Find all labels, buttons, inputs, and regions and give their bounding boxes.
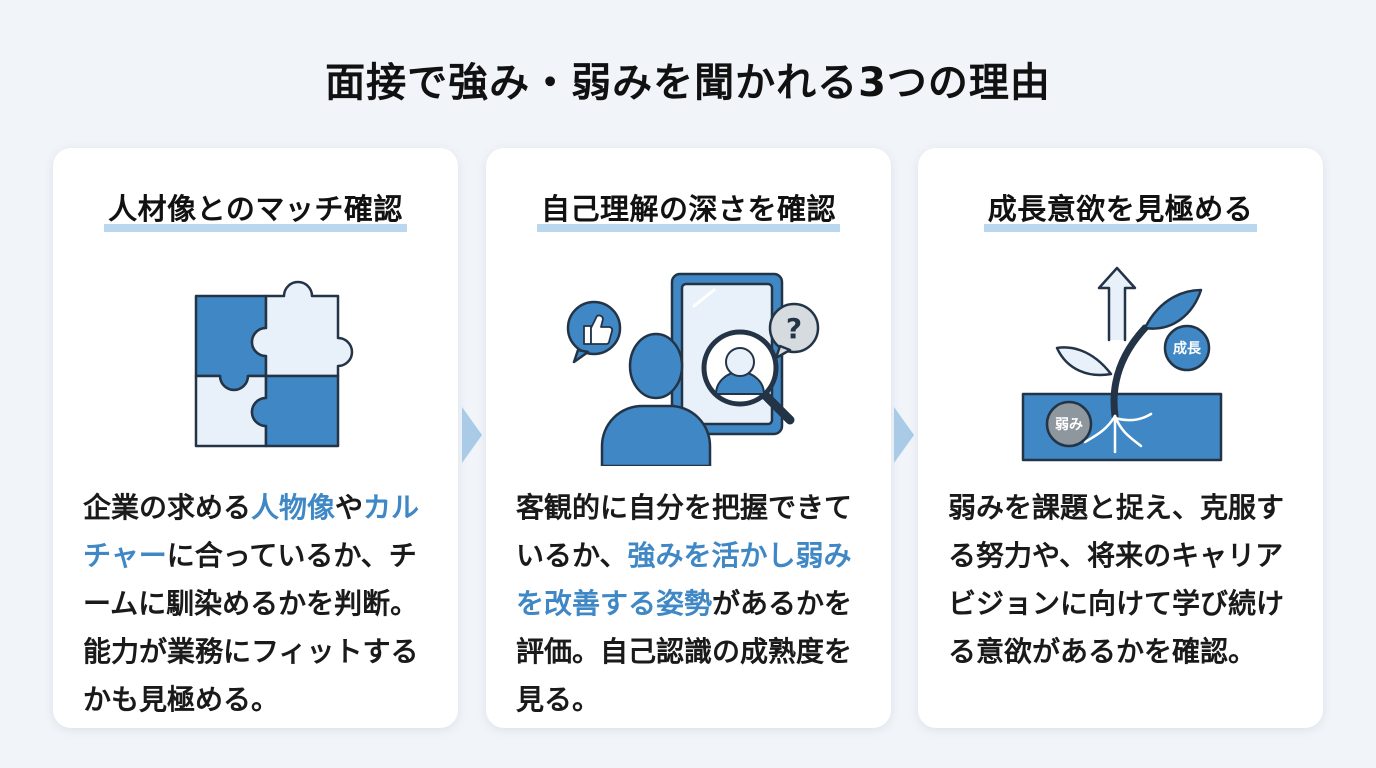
card-heading: 成長意欲を見極める (983, 186, 1258, 232)
chevron-right-icon (892, 405, 916, 465)
growing-plant-icon: 成長 弱み (918, 266, 1323, 466)
card-body-text: 弱みを課題と捉え、克服する努力や、将来のキャリアビジョンに向けて学び続ける意欲が… (948, 491, 1285, 668)
card-heading: 人材像とのマッチ確認 (104, 186, 407, 232)
reason-card-self-understanding: 自己理解の深さを確認 (486, 148, 891, 728)
svg-text:?: ? (785, 312, 801, 345)
card-body-text: 企業の求める人物像やカルチャーに合っているか、チームに馴染めるかを判断。能力が業… (83, 491, 420, 716)
heading-highlight (104, 224, 407, 232)
mirror-self-reflection-icon: ? (486, 266, 891, 466)
reason-card-growth: 成長意欲を見極める 成 (918, 148, 1323, 728)
heading-highlight (983, 224, 1258, 232)
chevron-right-icon (460, 405, 484, 465)
weakness-badge: 弱み (1055, 417, 1083, 433)
card-body-text: 客観的に自分を把握できているか、強みを活かし弱みを改善する姿勢があるかを評価。自… (516, 491, 853, 716)
heading-highlight (536, 224, 840, 232)
card-heading: 自己理解の深さを確認 (536, 186, 840, 232)
page-title: 面接で強み・弱みを聞かれる3つの理由 (325, 60, 1051, 106)
reason-card-match: 人材像とのマッチ確認 企業の求める人物像やカルチャーに合っているか、チームに馴染… (53, 148, 458, 728)
growth-badge: 成長 (1173, 340, 1202, 357)
puzzle-icon (53, 266, 458, 466)
